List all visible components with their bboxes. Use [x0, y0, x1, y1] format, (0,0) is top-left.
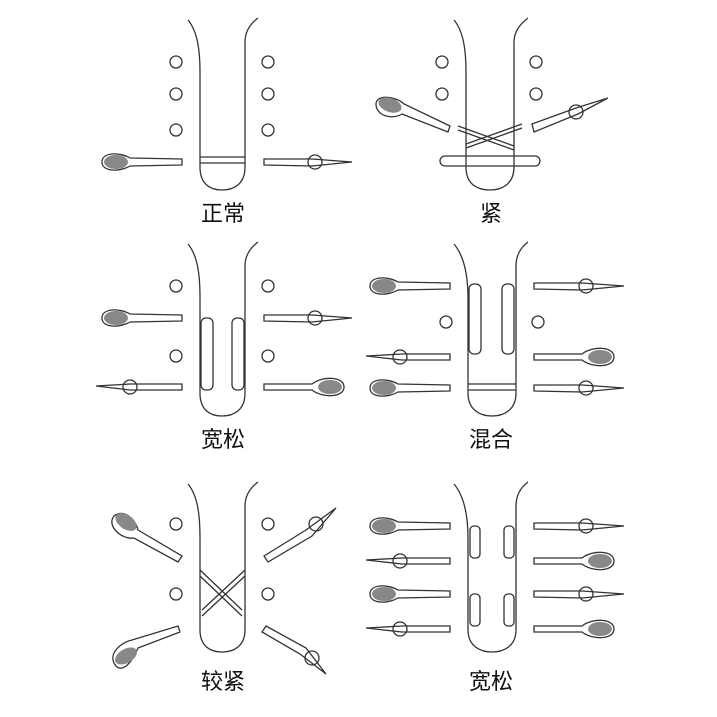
panel-normal: 正常: [90, 12, 370, 232]
lacing-loose-full-illustration: [362, 480, 642, 680]
panel-tight: 紧: [362, 12, 642, 232]
panel-mixed: 混合: [362, 238, 642, 458]
lacing-mixed-illustration: [362, 238, 642, 438]
lacing-tight-illustration: [362, 12, 642, 212]
lacing-tighter-illustration: [90, 480, 370, 680]
caption-tighter: 较紧: [200, 670, 245, 695]
panel-tighter: 较紧: [90, 480, 370, 700]
caption-loose-full: 宽松: [468, 670, 513, 695]
caption-normal: 正常: [200, 202, 245, 227]
lacing-loose-illustration: [90, 238, 370, 438]
caption-loose: 宽松: [200, 428, 245, 453]
caption-mixed: 混合: [468, 428, 513, 453]
panel-loose: 宽松: [90, 238, 370, 458]
lacing-normal-illustration: [90, 12, 370, 212]
caption-tight: 紧: [479, 202, 502, 227]
panel-loose-full: 宽松: [362, 480, 642, 700]
